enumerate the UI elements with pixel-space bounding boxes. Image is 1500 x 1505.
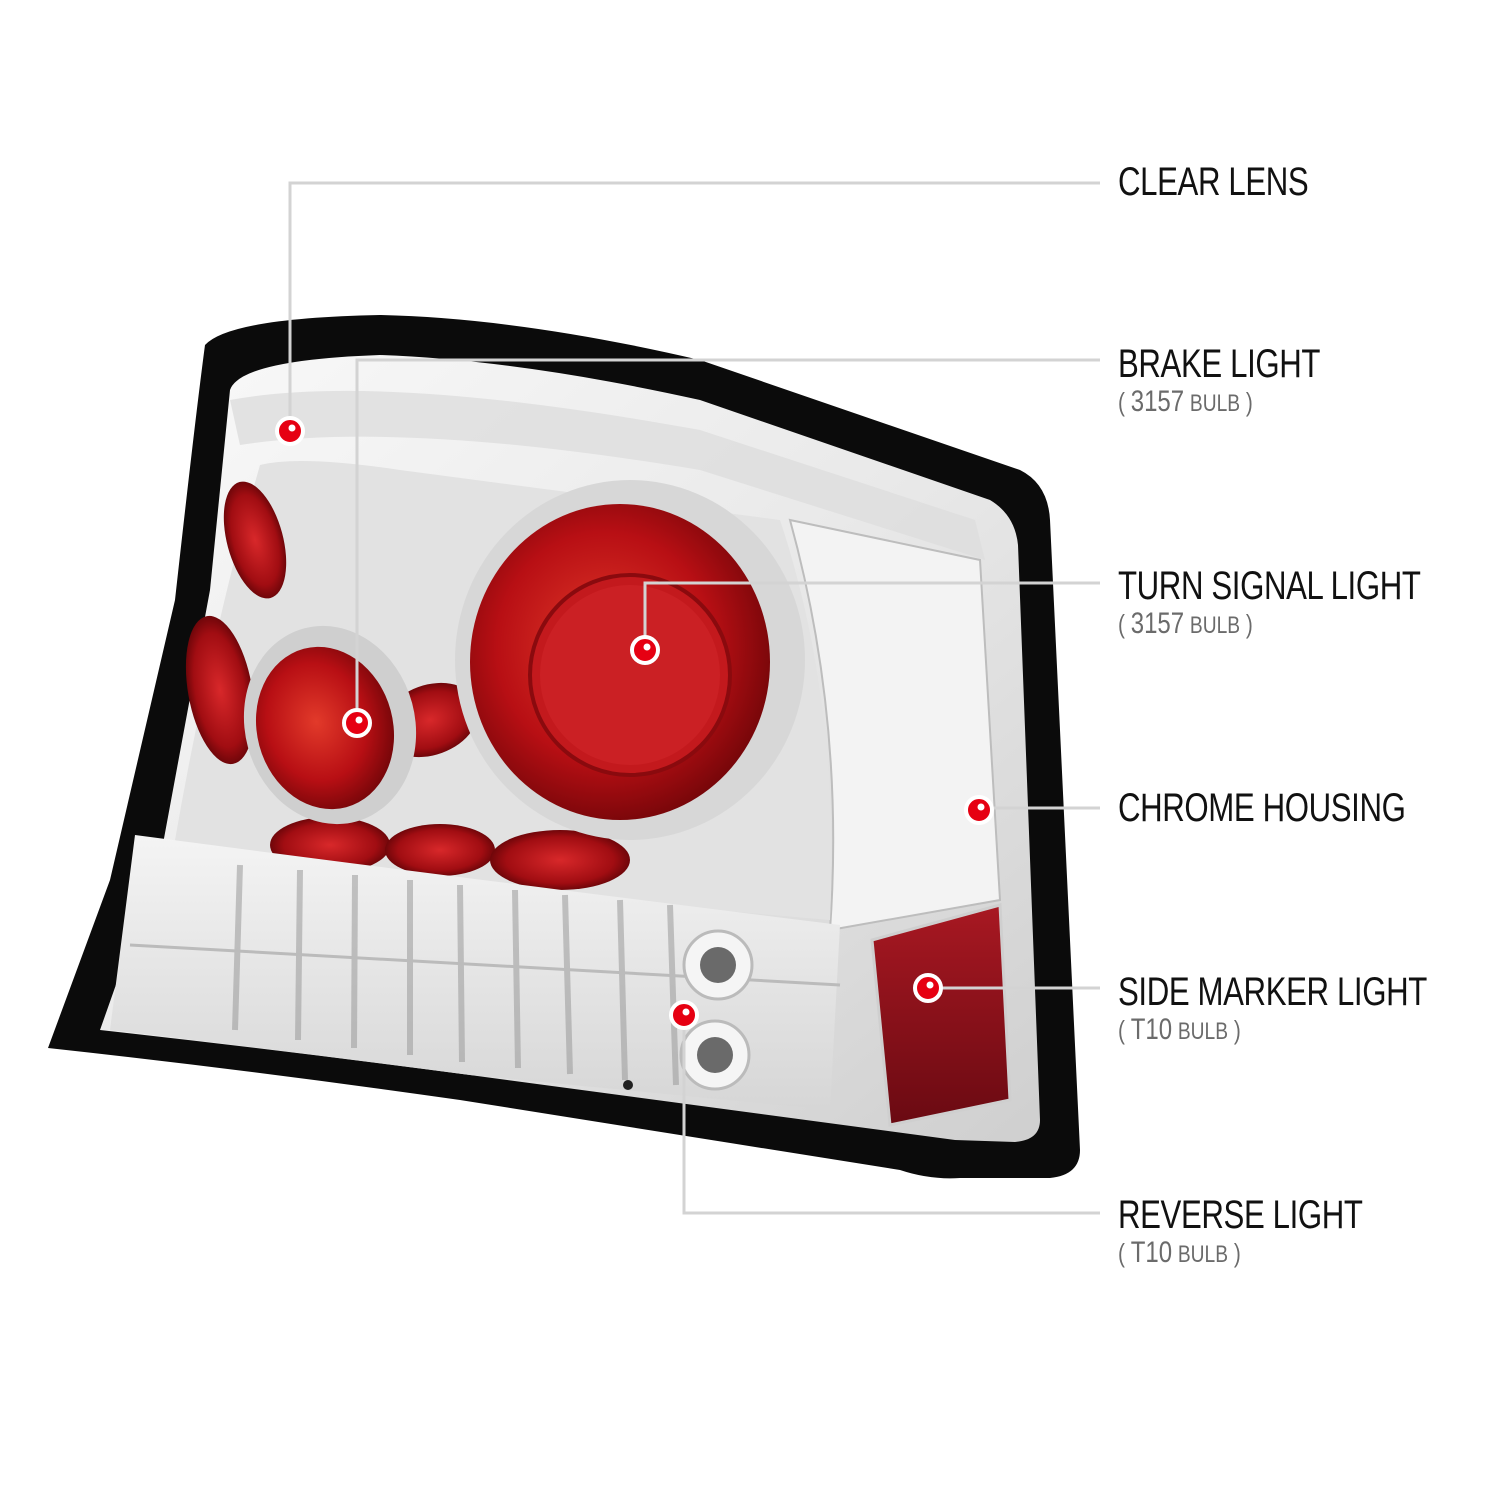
callout-turn-signal-light: TURN SIGNAL LIGHT ( 3157 BULB ) [1118,564,1500,640]
callout-markers [275,416,994,1030]
callout-title: REVERSE LIGHT [1118,1193,1363,1237]
bulb-spec: ( T10 BULB ) [1118,1013,1241,1046]
callout-title: CLEAR LENS [1118,160,1309,204]
marker-dot-icon-reverse-light [669,1000,699,1030]
marker-dot-icon-chrome-housing [964,795,994,825]
callout-chrome-housing: CHROME HOUSING [1118,786,1487,830]
bulb-spec: ( 3157 BULB ) [1118,385,1253,418]
callout-clear-lens: CLEAR LENS [1118,160,1362,204]
leader-reverse-light [682,1015,1100,1215]
callout-reverse-light: REVERSE LIGHT ( T10 BULB ) [1118,1193,1432,1269]
bulb-spec: ( T10 BULB ) [1118,1236,1241,1269]
leader-clear-lens [288,181,1100,425]
callout-side-marker-light: SIDE MARKER LIGHT ( T10 BULB ) [1118,970,1500,1046]
callout-brake-light: BRAKE LIGHT ( 3157 BULB ) [1118,342,1377,418]
marker-dot-icon-brake-light [342,708,372,738]
leader-turn-signal [643,581,1100,648]
marker-dot-icon-side-marker [913,973,943,1003]
marker-dot-icon-turn-signal [630,635,660,665]
reverse-lens-band [110,835,840,1110]
callout-title: CHROME HOUSING [1118,786,1406,830]
leader-lines [288,181,1100,1215]
callout-title: TURN SIGNAL LIGHT [1118,564,1421,608]
callout-title: SIDE MARKER LIGHT [1118,970,1427,1014]
bulb-spec: ( 3157 BULB ) [1118,607,1253,640]
side-marker-lens [870,903,1012,1127]
marker-dot-icon-clear-lens [275,416,305,446]
leader-brake-light [355,358,1100,720]
callout-title: BRAKE LIGHT [1118,342,1321,386]
